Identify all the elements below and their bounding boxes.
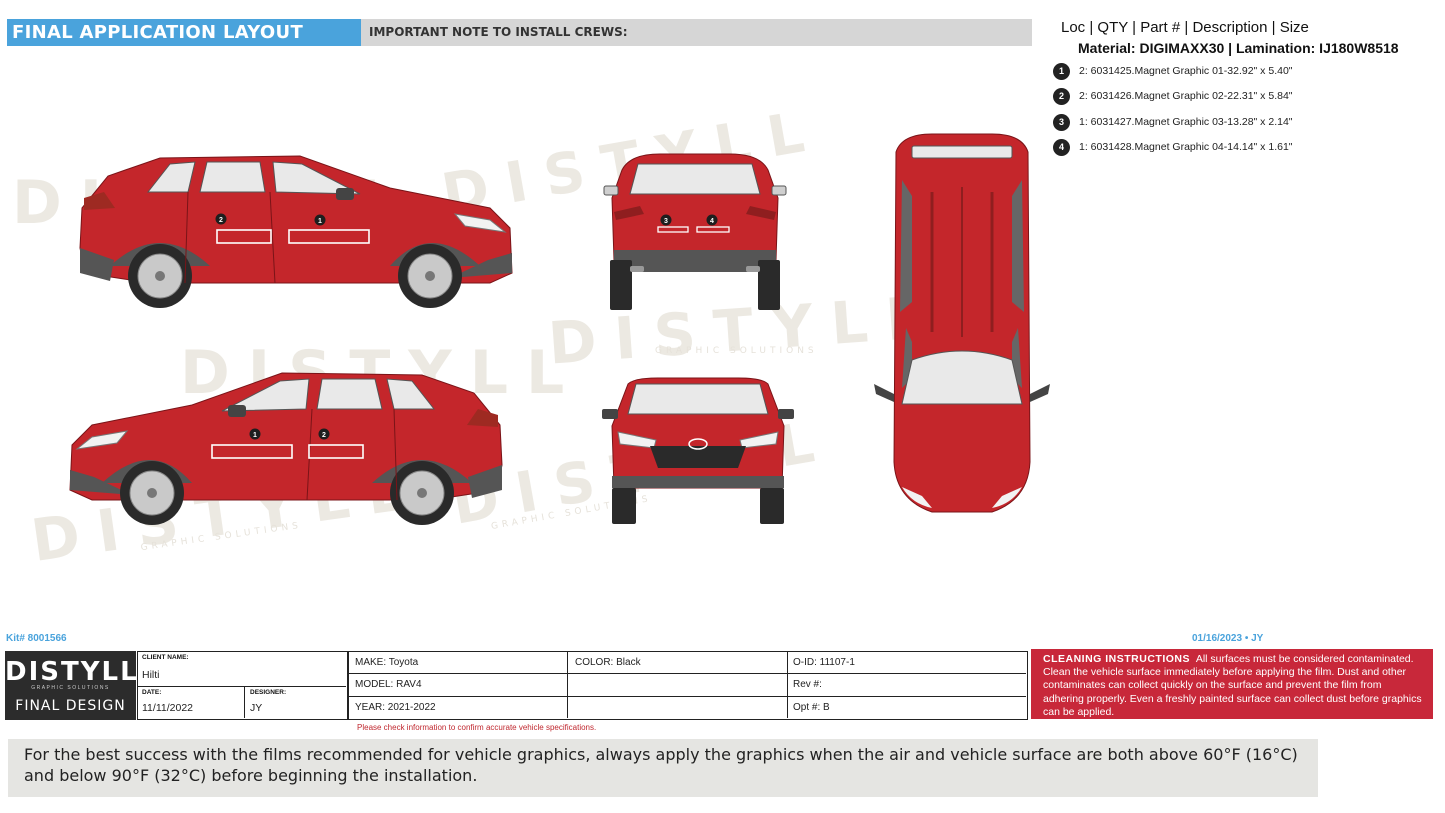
legend-item: 4 1: 6031428.Magnet Graphic 04-14.14" x … bbox=[1053, 139, 1433, 157]
legend-item-text: 1: 6031428.Magnet Graphic 04-14.14" x 1.… bbox=[1079, 141, 1293, 153]
marker-4: 4 bbox=[710, 218, 714, 225]
vehicle-spec-block: MAKE: Toyota MODEL: RAV4 YEAR: 2021-2022… bbox=[348, 651, 1028, 720]
option-field: Opt #: B bbox=[793, 702, 830, 713]
marker-3: 3 bbox=[664, 218, 668, 225]
order-id-field: O-ID: 11107-1 bbox=[793, 657, 855, 668]
cleaning-text: All surfaces must be considered contamin… bbox=[1043, 653, 1422, 718]
install-note-label: IMPORTANT NOTE TO INSTALL CREWS: bbox=[369, 25, 628, 39]
logo-tagline: GRAPHIC SOLUTIONS bbox=[31, 685, 110, 691]
client-label: CLIENT NAME: bbox=[142, 654, 189, 661]
revision-date: 01/16/2023 • JY bbox=[1192, 633, 1264, 644]
spec-check-note: Please check information to confirm accu… bbox=[357, 723, 597, 732]
vehicle-top-view bbox=[874, 133, 1050, 513]
date-label: DATE: bbox=[142, 689, 162, 696]
designer-label: DESIGNER: bbox=[250, 689, 287, 696]
marker-1: 1 bbox=[318, 218, 322, 225]
legend-material: Material: DIGIMAXX30 | Lamination: IJ180… bbox=[1078, 40, 1399, 56]
location-marker: 2 bbox=[1053, 88, 1070, 105]
logo-caption: FINAL DESIGN bbox=[15, 698, 126, 714]
vehicle-passenger-side-view: 1 2 bbox=[69, 372, 503, 525]
vehicle-driver-side-view: 2 1 bbox=[79, 155, 513, 308]
client-info-block: CLIENT NAME: Hilti DATE: 11/11/2022 DESI… bbox=[137, 651, 348, 720]
kit-number: Kit# 8001566 bbox=[6, 633, 67, 644]
install-note-bar: IMPORTANT NOTE TO INSTALL CREWS: bbox=[361, 19, 1032, 46]
client-value: Hilti bbox=[142, 669, 160, 681]
logo-wordmark: DISTYLL bbox=[5, 657, 139, 687]
layout-title-bar: FINAL APPLICATION LAYOUT bbox=[7, 19, 361, 46]
year-field: YEAR: 2021-2022 bbox=[355, 702, 436, 713]
legend-heading: Loc | QTY | Part # | Description | Size bbox=[1061, 19, 1309, 36]
marker-1: 1 bbox=[253, 432, 257, 439]
vehicle-rear-view: 3 4 bbox=[603, 153, 787, 310]
legend-item: 3 1: 6031427.Magnet Graphic 03-13.28" x … bbox=[1053, 114, 1433, 132]
location-marker: 3 bbox=[1053, 114, 1070, 131]
temperature-note: For the best success with the films reco… bbox=[8, 739, 1318, 797]
legend-item: 1 2: 6031425.Magnet Graphic 01-32.92" x … bbox=[1053, 63, 1433, 81]
marker-2: 2 bbox=[322, 432, 326, 439]
location-marker: 1 bbox=[1053, 63, 1070, 80]
cleaning-instructions: CLEANING INSTRUCTIONS All surfaces must … bbox=[1031, 649, 1433, 719]
date-value: 11/11/2022 bbox=[142, 702, 193, 714]
legend-item: 2 2: 6031426.Magnet Graphic 02-22.31" x … bbox=[1053, 88, 1433, 106]
marker-2: 2 bbox=[219, 217, 223, 224]
legend-item-text: 2: 6031425.Magnet Graphic 01-32.92" x 5.… bbox=[1079, 65, 1293, 77]
revision-field: Rev #: bbox=[793, 679, 822, 690]
legend-item-text: 2: 6031426.Magnet Graphic 02-22.31" x 5.… bbox=[1079, 90, 1293, 102]
make-field: MAKE: Toyota bbox=[355, 657, 419, 668]
vehicle-front-view bbox=[602, 377, 794, 524]
cleaning-title: CLEANING INSTRUCTIONS bbox=[1043, 653, 1190, 665]
model-field: MODEL: RAV4 bbox=[355, 679, 422, 690]
distyll-logo: DISTYLL GRAPHIC SOLUTIONS FINAL DESIGN bbox=[5, 651, 139, 720]
temperature-note-text: For the best success with the films reco… bbox=[24, 745, 1298, 785]
designer-value: JY bbox=[250, 702, 263, 714]
watermark-tagline: GRAPHIC SOLUTIONS bbox=[655, 346, 818, 356]
layout-title: FINAL APPLICATION LAYOUT bbox=[12, 22, 304, 43]
legend-item-text: 1: 6031427.Magnet Graphic 03-13.28" x 2.… bbox=[1079, 116, 1293, 128]
location-marker: 4 bbox=[1053, 139, 1070, 156]
color-field: COLOR: Black bbox=[575, 657, 641, 668]
